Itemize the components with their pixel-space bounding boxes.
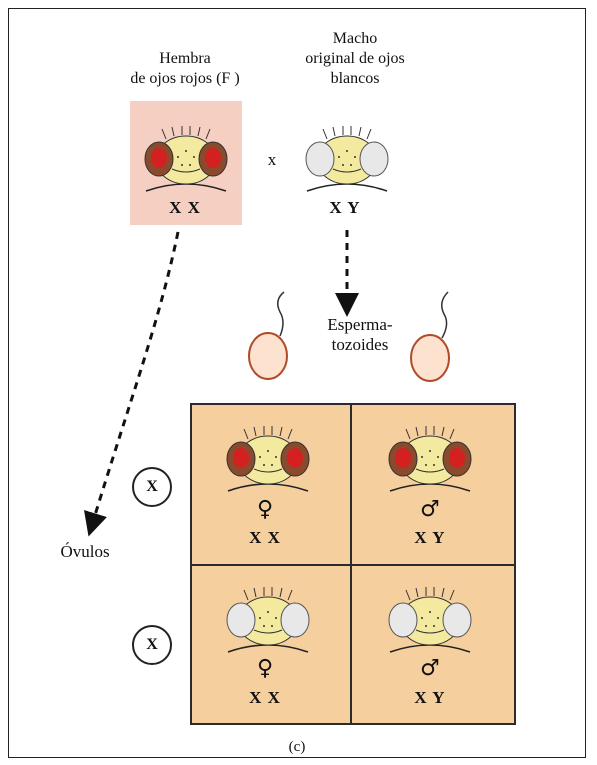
cell-1-fly-head-icon xyxy=(226,425,310,492)
male-genotype: X Y xyxy=(329,198,361,217)
cell-1-genotype: X X xyxy=(249,528,281,547)
cell-4-sex-icon: ♂ xyxy=(420,656,440,681)
sperm-label: Esperma- tozoides xyxy=(327,315,393,354)
cell-4-fly-head-icon xyxy=(388,586,472,653)
cell-2-fly-head-icon xyxy=(388,425,472,492)
female-title: Hembra de ojos rojos (F ) xyxy=(130,50,240,87)
cell-4-genotype: X Y xyxy=(414,688,446,707)
cell-3-genotype: X X xyxy=(249,688,281,707)
female-fly-head-icon xyxy=(144,125,228,192)
female-genotype: X X xyxy=(169,198,201,217)
sperm-x-icon xyxy=(248,291,288,380)
cell-3-fly-head-icon xyxy=(226,586,310,653)
sperm-y-icon xyxy=(410,291,450,382)
cell-3-sex-icon: ♀ xyxy=(256,656,274,681)
male-fly-head-icon xyxy=(305,125,389,192)
egg-circle-row2: X xyxy=(132,625,172,665)
cross-symbol: x xyxy=(267,150,277,169)
egg-circle-row1: X xyxy=(132,467,172,507)
ova-arrow xyxy=(84,231,180,537)
punnett-divider-horizontal xyxy=(192,564,514,566)
ova-label: Óvulos xyxy=(60,542,110,561)
cell-2-genotype: X Y xyxy=(414,528,446,547)
cell-1-sex-icon: ♀ xyxy=(256,497,274,522)
male-title: Macho original de ojos blancos xyxy=(305,30,405,87)
cell-2-sex-icon: ♂ xyxy=(420,497,440,522)
figure-caption: (c) xyxy=(288,739,306,755)
figure-frame xyxy=(8,8,586,758)
